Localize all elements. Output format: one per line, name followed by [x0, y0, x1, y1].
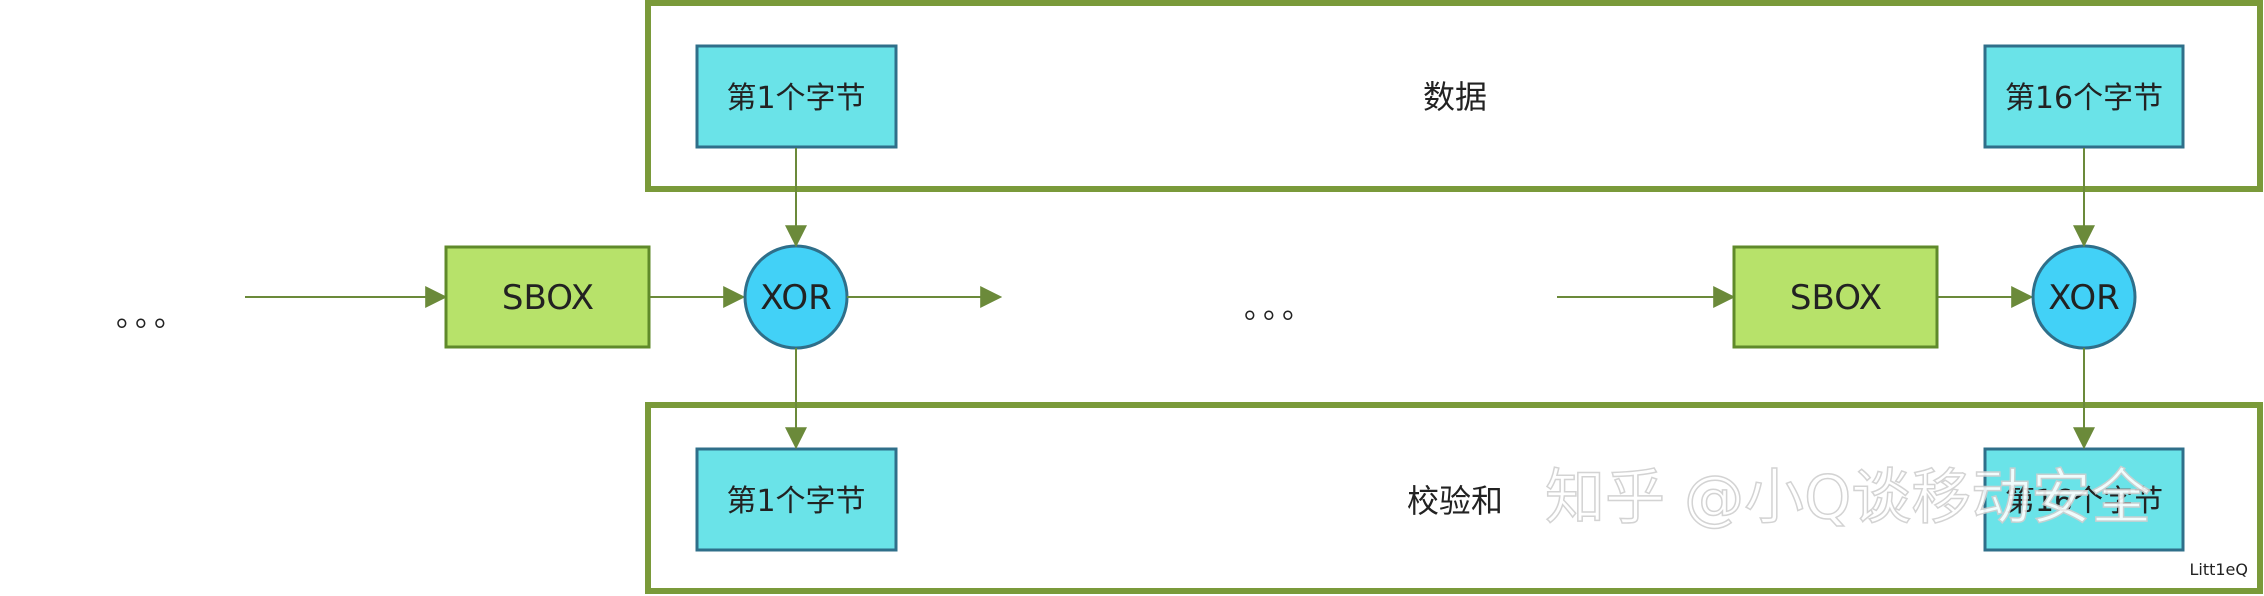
checksum-group-frame: [645, 402, 2263, 594]
sbox-left-label: SBOX: [502, 278, 594, 318]
checksum-group-title: 校验和: [1407, 482, 1503, 520]
data-first-byte-box: 第1个字节: [695, 44, 898, 149]
data-first-byte-label: 第1个字节: [726, 81, 865, 116]
xor-left-label: XOR: [760, 278, 832, 318]
sbox-left: SBOX: [444, 245, 651, 349]
checksum-last-byte-box: 第16个字节: [1983, 447, 2185, 552]
sbox-right-label: SBOX: [1790, 278, 1882, 318]
checksum-first-byte-label: 第1个字节: [726, 484, 865, 519]
xor-left: XOR: [743, 244, 849, 350]
xor-right: XOR: [2031, 244, 2137, 350]
sbox-right: SBOX: [1732, 245, 1939, 349]
checksum-last-byte-label: 第16个字节: [2005, 484, 2163, 519]
ellipsis-left: 。。。: [116, 299, 188, 334]
watermark-text: 知乎 @小Q谈移动安全: [1545, 463, 2151, 533]
data-group-title: 数据: [1423, 78, 1487, 116]
data-group-frame: [645, 0, 2263, 192]
ellipsis-mid: 。。。: [1244, 291, 1316, 326]
data-last-byte-label: 第16个字节: [2005, 81, 2163, 116]
data-last-byte-box: 第16个字节: [1983, 44, 2185, 149]
xor-right-label: XOR: [2048, 278, 2120, 318]
watermark-signature: Litt1eQ: [2189, 560, 2248, 579]
checksum-first-byte-box: 第1个字节: [695, 447, 898, 552]
